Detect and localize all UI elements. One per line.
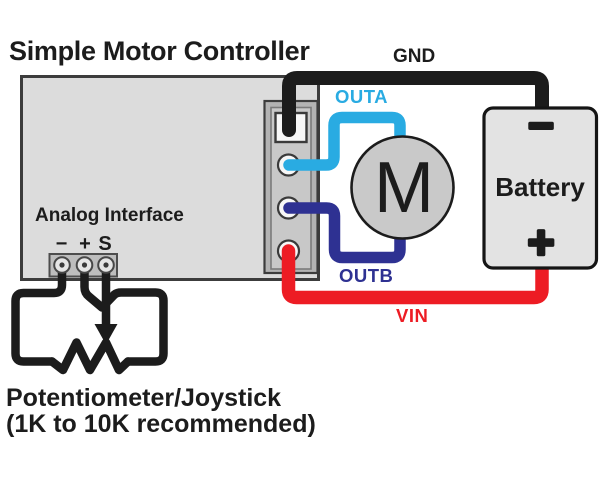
outa-wire-label: OUTA xyxy=(335,86,389,107)
pot-plus-wire xyxy=(80,259,168,366)
pin-label-signal: S xyxy=(98,233,112,255)
battery-positive-symbol: + xyxy=(528,216,555,268)
battery-label: Battery xyxy=(495,172,585,202)
pin-plus-hole xyxy=(81,262,88,268)
outb-wire-label: OUTB xyxy=(339,265,394,286)
battery-negative-symbol: − xyxy=(528,102,554,151)
wiper-arrowhead xyxy=(94,324,118,345)
analog-interface-label: Analog Interface xyxy=(35,205,184,226)
motor-label: M xyxy=(374,148,434,228)
potentiometer-wiring xyxy=(11,259,168,375)
pin-label-plus: + xyxy=(79,233,91,255)
analog-pins xyxy=(53,256,115,274)
diagram-title: Simple Motor Controller xyxy=(9,36,310,66)
battery xyxy=(482,106,599,270)
resistor-zigzag xyxy=(47,338,133,375)
vin-wire xyxy=(281,244,549,305)
pin-label-minus: − xyxy=(55,233,68,255)
gnd-wire-label: GND xyxy=(393,46,436,67)
gnd-wire xyxy=(282,71,549,137)
motor-circle xyxy=(350,135,455,240)
pin-signal-hole xyxy=(103,262,109,268)
potentiometer-caption-line1: Potentiometer/Joystick xyxy=(6,384,282,412)
outa-wire xyxy=(283,111,406,171)
pin-minus-hole xyxy=(59,262,65,268)
potentiometer-caption-line2: (1K to 10K recommended) xyxy=(6,410,316,438)
vin-wire-label: VIN xyxy=(396,305,429,326)
pot-minus-wire xyxy=(11,259,67,366)
outb-wire xyxy=(283,202,406,264)
